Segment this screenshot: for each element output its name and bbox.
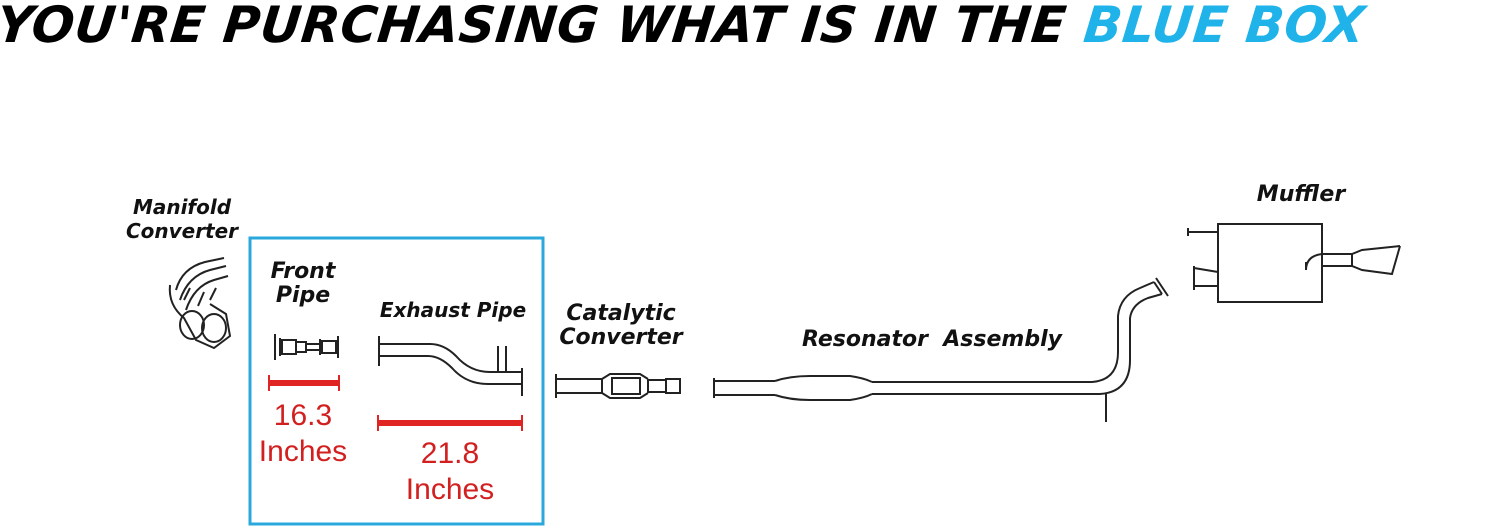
manifold-converter-drawing bbox=[168, 257, 232, 350]
exhaust-pipe-label: Exhaust Pipe bbox=[379, 298, 527, 322]
exhaust-pipe-measure-unit: Inches bbox=[405, 473, 495, 506]
muffler-label: Muffler bbox=[1256, 182, 1346, 207]
front-pipe-drawing bbox=[274, 334, 339, 360]
front-pipe-measurement: 16.3 Inches bbox=[248, 398, 358, 470]
exhaust-pipe-measure-bar bbox=[377, 415, 523, 431]
front-pipe-label-line2: Pipe bbox=[275, 283, 331, 308]
muffler-drawing bbox=[1187, 223, 1401, 303]
front-pipe-measure-value: 16.3 bbox=[273, 399, 333, 432]
exhaust-pipe-measurement: 21.8 Inches bbox=[380, 436, 520, 508]
catalytic-converter-label: Catalytic Converter bbox=[548, 302, 694, 350]
exhaust-pipe-measure-value: 21.8 bbox=[420, 437, 480, 470]
front-pipe-measure-unit: Inches bbox=[258, 435, 348, 468]
manifold-label-line2: Converter bbox=[125, 219, 239, 243]
front-pipe-label-line1: Front bbox=[270, 259, 336, 284]
resonator-assembly-label: Resonator Assembly bbox=[802, 327, 1062, 352]
catalytic-label-line2: Converter bbox=[559, 325, 683, 350]
manifold-label-line1: Manifold bbox=[132, 195, 232, 219]
front-pipe-label: Front Pipe bbox=[258, 260, 348, 308]
catalytic-label-line1: Catalytic bbox=[566, 301, 676, 326]
exhaust-pipe-drawing bbox=[378, 336, 523, 396]
resonator-assembly-drawing bbox=[713, 277, 1169, 422]
manifold-converter-label: Manifold Converter bbox=[112, 195, 252, 243]
front-pipe-measure-bar bbox=[268, 375, 340, 391]
catalytic-converter-drawing bbox=[555, 373, 681, 399]
blue-box bbox=[248, 236, 545, 526]
